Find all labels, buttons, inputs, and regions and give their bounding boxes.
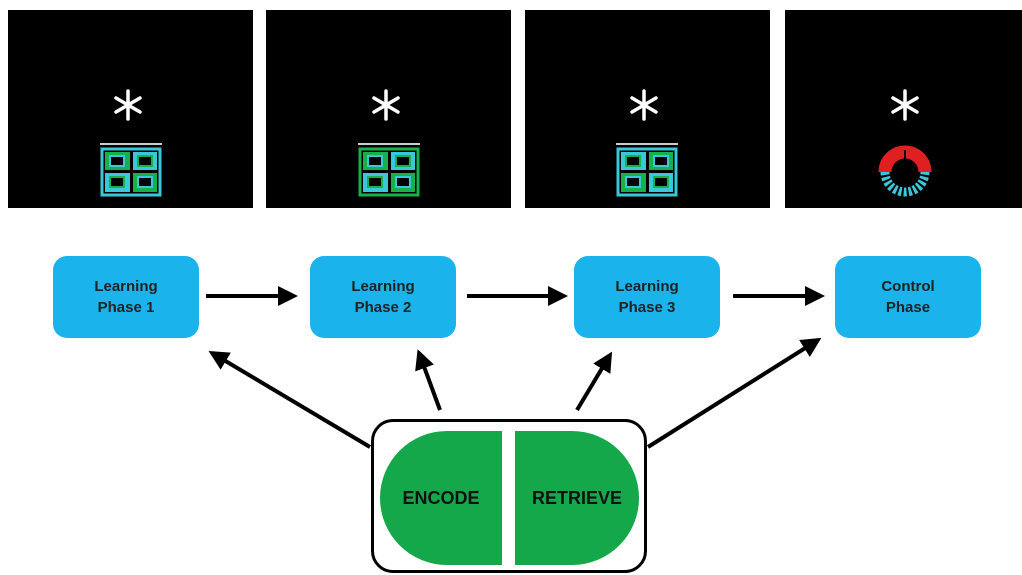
two-by-two-grid-icon xyxy=(100,143,162,197)
arrow-mode-to-phase1 xyxy=(208,350,372,449)
phase-label: Learning Phase 3 xyxy=(615,278,679,316)
phase-box-control: Control Phase xyxy=(835,256,981,338)
stimulus-panel-2 xyxy=(266,10,511,208)
asterisk-icon xyxy=(114,89,142,121)
two-by-two-grid-icon xyxy=(358,143,420,197)
phase-box-learning-1: Learning Phase 1 xyxy=(53,256,199,338)
arrow-mode-to-phase2 xyxy=(415,349,442,411)
retrieve-mode: RETRIEVE xyxy=(515,431,639,565)
phase-label: Learning Phase 1 xyxy=(94,278,158,316)
asterisk-icon xyxy=(372,89,400,121)
asterisk-icon xyxy=(891,89,919,121)
phase-box-learning-3: Learning Phase 3 xyxy=(574,256,720,338)
stimulus-panel-4 xyxy=(785,10,1022,208)
mode-box: ENCODE RETRIEVE xyxy=(371,419,647,573)
phase-label: Learning Phase 2 xyxy=(351,278,415,316)
asterisk-icon xyxy=(630,89,658,121)
stimulus-panel-1 xyxy=(8,10,253,208)
stimulus-panel-3 xyxy=(525,10,770,208)
phase-label: Control Phase xyxy=(881,278,935,316)
ring-icon xyxy=(878,145,932,197)
arrow-mode-to-phase3 xyxy=(575,351,613,412)
arrow-mode-to-control xyxy=(646,337,822,449)
encode-label: ENCODE xyxy=(402,487,480,508)
encode-mode: ENCODE xyxy=(380,431,502,565)
retrieve-label: RETRIEVE xyxy=(531,487,623,508)
phase-box-learning-2: Learning Phase 2 xyxy=(310,256,456,338)
two-by-two-grid-icon xyxy=(616,143,678,197)
